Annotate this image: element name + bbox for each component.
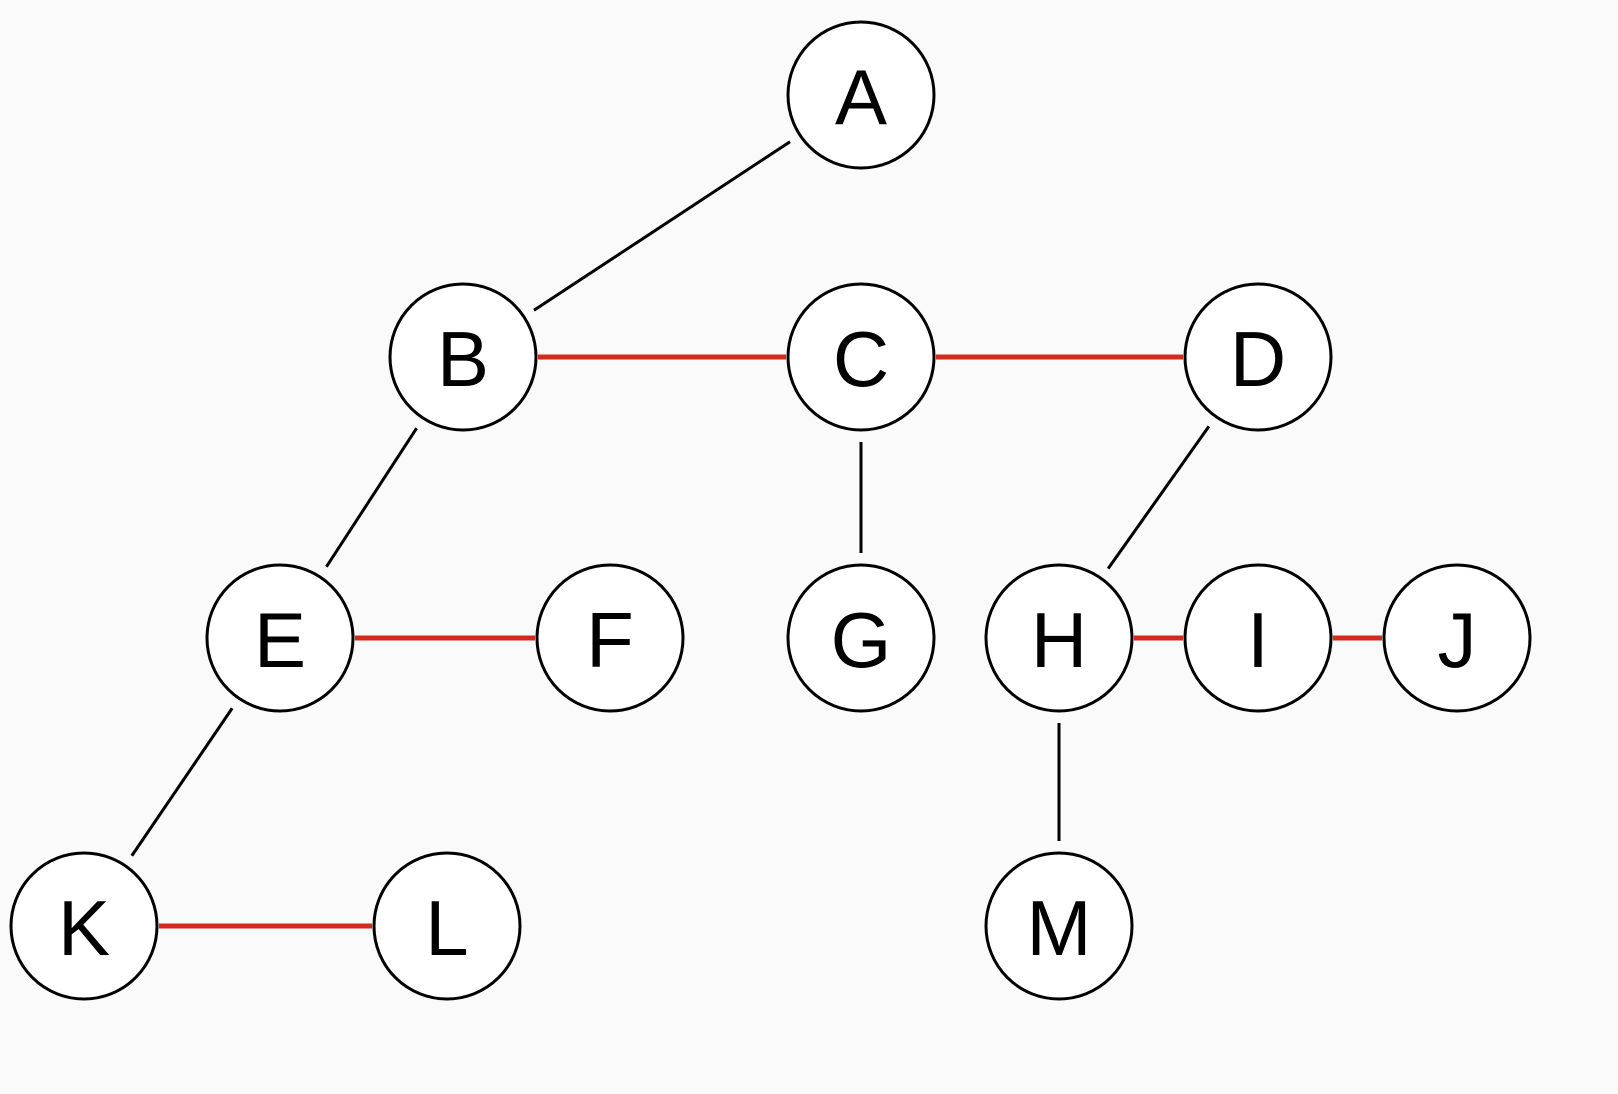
node-label: B (437, 315, 489, 403)
node-label: A (835, 53, 887, 141)
node-label: I (1247, 596, 1269, 684)
child-edge-d-h (1106, 425, 1211, 570)
node-circle (9, 851, 159, 1001)
node-b: B (388, 282, 538, 432)
child-edge-e-k (130, 707, 234, 857)
node-d: D (1183, 282, 1333, 432)
node-circle (1382, 563, 1532, 713)
node-circle (1183, 563, 1333, 713)
child-edge-b-e (325, 427, 418, 568)
node-l: L (372, 851, 522, 1001)
node-a: A (786, 20, 936, 170)
node-circle (535, 563, 685, 713)
nodes-layer: A B C D E F G H I J K L M (9, 20, 1532, 1001)
node-circle (786, 282, 936, 432)
node-label: L (425, 884, 468, 972)
node-circle (372, 851, 522, 1001)
node-j: J (1382, 563, 1532, 713)
node-i: I (1183, 563, 1333, 713)
node-circle (1183, 282, 1333, 432)
node-m: M (984, 851, 1134, 1001)
node-g: G (786, 563, 936, 713)
node-k: K (9, 851, 159, 1001)
edges-layer (130, 140, 1382, 929)
node-h: H (984, 563, 1134, 713)
node-label: M (1027, 884, 1092, 972)
node-f: F (535, 563, 685, 713)
node-label: G (831, 596, 892, 684)
node-label: E (254, 596, 306, 684)
node-circle (984, 563, 1134, 713)
node-label: C (833, 315, 889, 403)
node-e: E (205, 563, 355, 713)
node-label: J (1438, 596, 1477, 684)
node-circle (984, 851, 1134, 1001)
node-circle (786, 563, 936, 713)
node-label: D (1230, 315, 1286, 403)
node-label: H (1031, 596, 1087, 684)
node-c: C (786, 282, 936, 432)
node-label: F (586, 596, 634, 684)
node-label: K (58, 884, 110, 972)
node-circle (786, 20, 936, 170)
child-edge-a-b (533, 140, 791, 312)
node-circle (205, 563, 355, 713)
node-circle (388, 282, 538, 432)
